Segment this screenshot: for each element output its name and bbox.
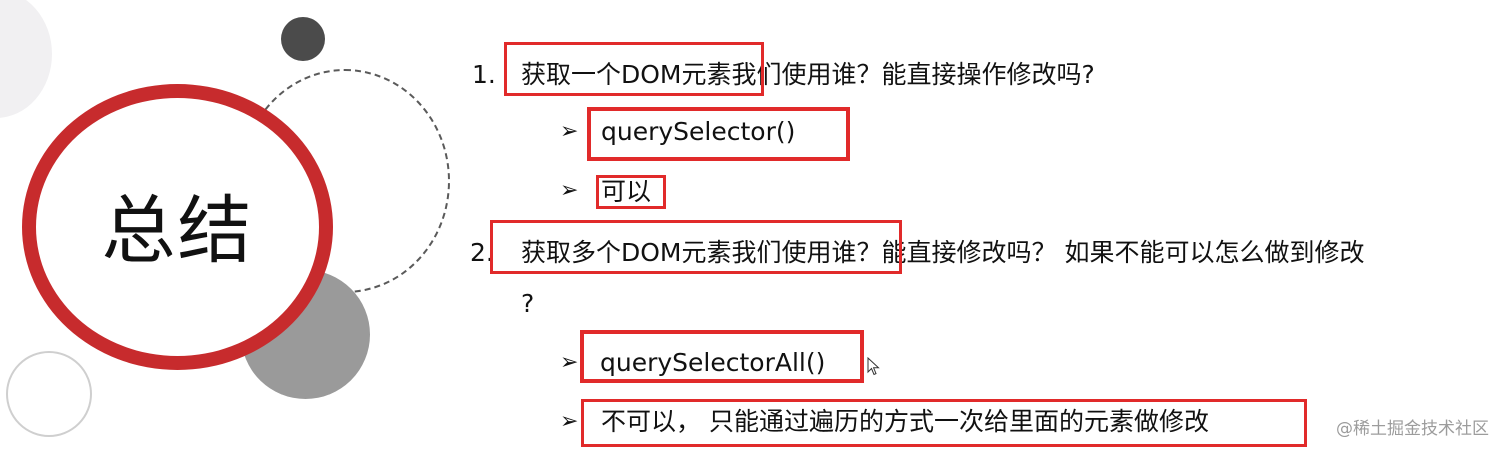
question-number: 2.: [470, 238, 494, 267]
answer-text: 不可以， 只能通过遍历的方式一次给里面的元素做修改: [601, 407, 1209, 436]
highlight-box: [490, 220, 902, 274]
title-ring: 总结: [22, 84, 333, 370]
question-text-wrap: ?: [521, 289, 535, 318]
slide-title: 总结: [101, 187, 254, 274]
highlight-box: [596, 175, 666, 209]
highlight-box: [581, 399, 1307, 447]
arrow-bullet-icon: ➢: [560, 350, 579, 375]
decor-dark-dot: [281, 17, 325, 61]
answer-text: 可以: [601, 177, 652, 206]
mouse-cursor-icon: [867, 357, 880, 376]
decor-circle-light: [0, 0, 52, 118]
highlight-box: [504, 42, 764, 96]
decor-small-ring: [6, 351, 92, 437]
arrow-bullet-icon: ➢: [560, 409, 579, 434]
highlight-box: [587, 107, 850, 161]
watermark-text: @稀土掘金技术社区: [1336, 419, 1489, 439]
question-text: 获取多个DOM元素我们使用谁？能直接修改吗？ 如果不能可以怎么做到修改: [521, 238, 1365, 267]
question-number: 1.: [472, 60, 496, 89]
answer-text: querySelector(): [601, 117, 796, 146]
highlight-box: [580, 330, 864, 383]
question-text: 获取一个DOM元素我们使用谁？能直接操作修改吗?: [521, 60, 1095, 89]
arrow-bullet-icon: ➢: [560, 119, 579, 144]
answer-text: querySelectorAll(): [600, 348, 826, 377]
arrow-bullet-icon: ➢: [560, 178, 579, 203]
